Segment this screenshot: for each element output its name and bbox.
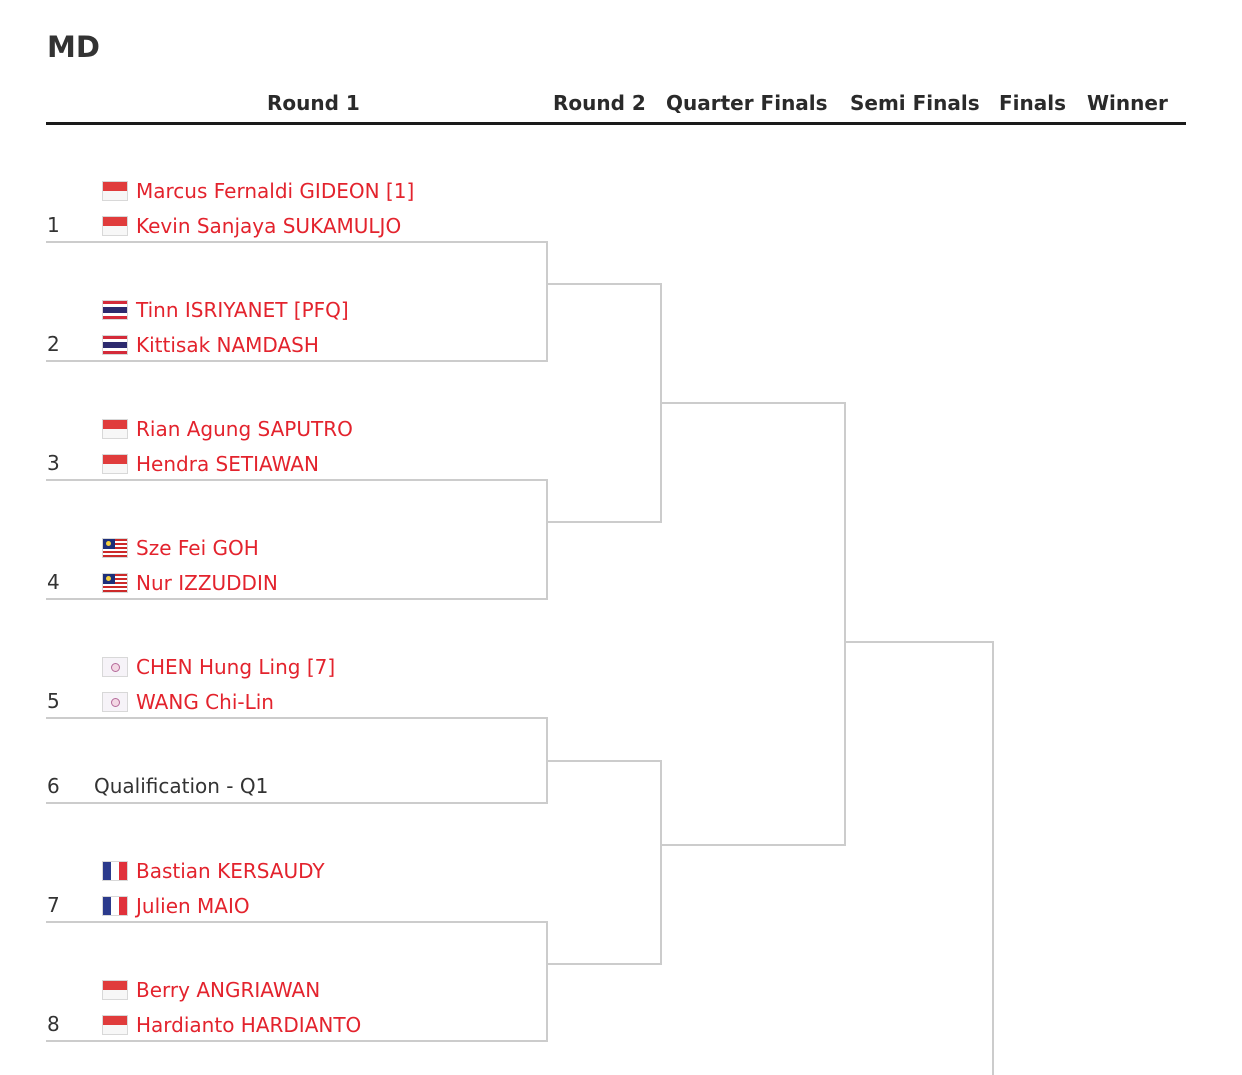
bracket-line: [46, 717, 548, 719]
player-entry[interactable]: Marcus Fernaldi GIDEON [1]: [102, 178, 414, 204]
thailand-flag-icon: [102, 335, 128, 355]
draw-position-number: 6: [47, 774, 60, 798]
player-name[interactable]: Sze Fei GOH: [136, 536, 259, 560]
header-winner: Winner: [1087, 91, 1168, 115]
player-name[interactable]: Nur IZZUDDIN: [136, 571, 278, 595]
draw-position-number: 5: [47, 689, 60, 713]
player-name[interactable]: Hendra SETIAWAN: [136, 452, 319, 476]
player-name[interactable]: Hardianto HARDIANTO: [136, 1013, 362, 1037]
player-entry[interactable]: Kittisak NAMDASH: [102, 332, 319, 358]
bracket-line: [660, 402, 846, 404]
chinese-taipei-flag-icon: [102, 657, 128, 677]
bracket-line: [46, 1040, 548, 1042]
draw-position-number: 3: [47, 451, 60, 475]
draw-position-number: 7: [47, 893, 60, 917]
player-name[interactable]: Tinn ISRIYANET [PFQ]: [136, 298, 349, 322]
player-entry[interactable]: Berry ANGRIAWAN: [102, 977, 320, 1003]
bracket-line: [546, 760, 662, 762]
draw-position-number: 4: [47, 570, 60, 594]
bracket-line: [46, 598, 548, 600]
bracket-line: [660, 760, 662, 965]
player-entry[interactable]: Kevin Sanjaya SUKAMULJO: [102, 213, 401, 239]
header-quarter-finals: Quarter Finals: [666, 91, 828, 115]
player-entry[interactable]: Hardianto HARDIANTO: [102, 1012, 361, 1038]
player-name[interactable]: Rian Agung SAPUTRO: [136, 417, 353, 441]
bracket-line: [546, 479, 548, 600]
bracket-line: [546, 921, 548, 1042]
bracket-line: [844, 641, 994, 643]
bracket-line: [46, 479, 548, 481]
player-name[interactable]: Berry ANGRIAWAN: [136, 978, 321, 1002]
bracket-line: [46, 921, 548, 923]
bracket-line: [546, 241, 548, 362]
bracket-line: [546, 283, 662, 285]
bracket-line: [46, 360, 548, 362]
player-entry[interactable]: Sze Fei GOH: [102, 535, 259, 561]
bracket-line: [46, 802, 548, 804]
player-entry[interactable]: CHEN Hung Ling [7]: [102, 654, 335, 680]
malaysia-flag-icon: [102, 538, 128, 558]
draw-position-number: 2: [47, 332, 60, 356]
chinese-taipei-flag-icon: [102, 692, 128, 712]
indonesia-flag-icon: [102, 419, 128, 439]
draw-title: MD: [47, 30, 100, 64]
bracket-line: [546, 521, 662, 523]
malaysia-flag-icon: [102, 573, 128, 593]
player-name[interactable]: Julien MAIO: [136, 894, 250, 918]
france-flag-icon: [102, 861, 128, 881]
thailand-flag-icon: [102, 300, 128, 320]
player-entry[interactable]: WANG Chi-Lin: [102, 689, 274, 715]
header-round-2: Round 2: [553, 91, 646, 115]
qualification-placeholder: Qualification - Q1: [94, 774, 269, 798]
player-name[interactable]: WANG Chi-Lin: [136, 690, 274, 714]
player-name[interactable]: CHEN Hung Ling [7]: [136, 655, 336, 679]
player-name[interactable]: Marcus Fernaldi GIDEON [1]: [136, 179, 415, 203]
draw-position-number: 1: [47, 213, 60, 237]
header-finals: Finals: [999, 91, 1067, 115]
player-name[interactable]: Kittisak NAMDASH: [136, 333, 319, 357]
indonesia-flag-icon: [102, 454, 128, 474]
indonesia-flag-icon: [102, 216, 128, 236]
header-divider: [46, 122, 1186, 125]
indonesia-flag-icon: [102, 1015, 128, 1035]
player-entry[interactable]: Nur IZZUDDIN: [102, 570, 278, 596]
draw-position-number: 8: [47, 1012, 60, 1036]
header-round-1: Round 1: [267, 91, 360, 115]
player-entry[interactable]: Tinn ISRIYANET [PFQ]: [102, 297, 349, 323]
indonesia-flag-icon: [102, 980, 128, 1000]
player-name[interactable]: Bastian KERSAUDY: [136, 859, 325, 883]
player-entry[interactable]: Hendra SETIAWAN: [102, 451, 319, 477]
player-entry[interactable]: Julien MAIO: [102, 893, 250, 919]
indonesia-flag-icon: [102, 181, 128, 201]
bracket-line: [46, 241, 548, 243]
bracket-line: [844, 402, 846, 846]
bracket-line: [660, 844, 846, 846]
header-semi-finals: Semi Finals: [850, 91, 980, 115]
player-entry[interactable]: Rian Agung SAPUTRO: [102, 416, 353, 442]
player-name[interactable]: Kevin Sanjaya SUKAMULJO: [136, 214, 402, 238]
player-entry[interactable]: Bastian KERSAUDY: [102, 858, 325, 884]
france-flag-icon: [102, 896, 128, 916]
bracket-line: [992, 641, 994, 1075]
bracket-line: [546, 963, 662, 965]
